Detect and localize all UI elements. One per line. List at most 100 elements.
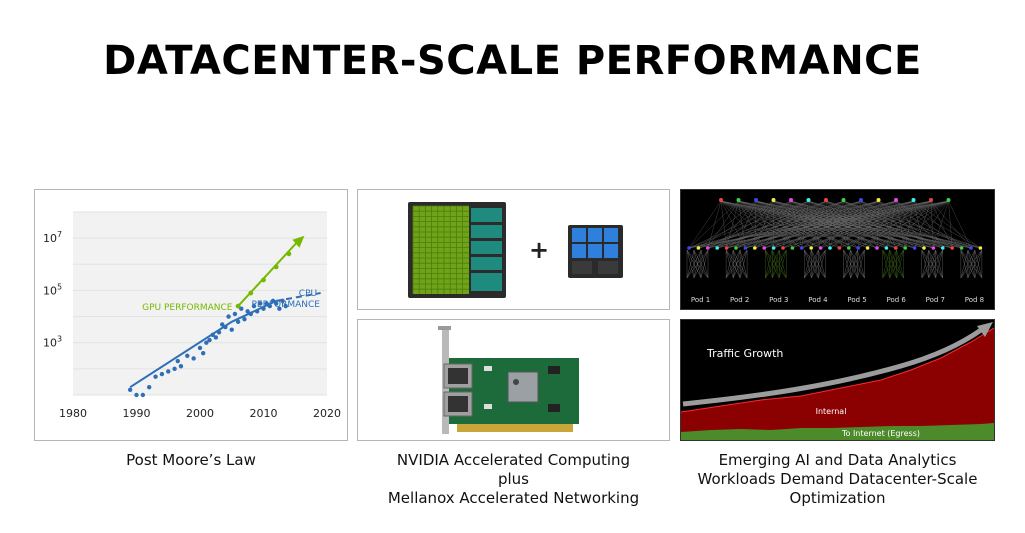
traffic-growth-label: Traffic Growth (706, 347, 783, 360)
spine-switch-node (876, 198, 881, 202)
leaf-switch-node (790, 246, 795, 250)
leaf-switch-node (847, 246, 851, 250)
gpu-data-point (235, 303, 241, 309)
cpu-data-point (200, 350, 206, 356)
cpu-data-point (229, 327, 234, 332)
leaf-switch-node (931, 246, 936, 250)
leaf-switch-node (696, 246, 701, 250)
cpu-series-label-2: PERFORMANCE (251, 300, 320, 310)
spine-switch-node (841, 198, 846, 202)
cpu-data-point (175, 358, 180, 364)
x-tick-label: 2000 (186, 407, 214, 420)
right-caption-line-1: Emerging AI and Data Analytics (718, 451, 957, 469)
leaf-switch-node (865, 246, 870, 250)
pod-label: Pod 7 (926, 296, 945, 304)
y-tick-label: 103 (43, 335, 62, 350)
gpu-cpu-panel: + (357, 189, 670, 310)
leaf-switch-node (828, 246, 832, 250)
leaf-switch-node (969, 246, 973, 250)
cpu-trend-line (129, 299, 277, 388)
leaf-switch-node (818, 246, 823, 250)
cpu-data-point (172, 366, 177, 372)
leaf-switch-node (771, 246, 776, 250)
pod-label: Pod 8 (965, 296, 984, 304)
center-caption-line-2: plus (497, 470, 529, 488)
spine-switch-node (789, 198, 793, 202)
spine-switch-node (824, 198, 828, 202)
cpu-chip-icon (568, 225, 623, 278)
leaf-switch-node (715, 246, 719, 250)
spine-switch-node (736, 198, 741, 202)
plus-sign: + (529, 236, 549, 264)
leaf-switch-node (734, 246, 738, 250)
gpu-chip-icon (408, 202, 506, 298)
page-title: DATACENTER-SCALE PERFORMANCE (103, 38, 922, 84)
cpu-data-point (251, 303, 257, 309)
cpu-data-point (147, 384, 152, 390)
center-caption-line-1: NVIDIA Accelerated Computing (396, 451, 631, 469)
cpu-data-point (204, 340, 209, 345)
cpu-data-point (159, 371, 165, 377)
gpu-data-point (248, 290, 254, 296)
leaf-switch-node (894, 246, 898, 250)
cpu-data-point (213, 335, 219, 340)
right-caption-line-3: Optimization (789, 489, 886, 507)
leaf-switch-node (743, 246, 748, 250)
gpu-data-point (286, 251, 292, 257)
network-card-panel (357, 319, 670, 441)
leaf-switch-node (809, 246, 813, 250)
spine-switch-node (946, 198, 951, 202)
leaf-switch-node (922, 246, 926, 250)
center-caption-line-3: Mellanox Accelerated Networking (387, 489, 640, 507)
left-caption: Post Moore’s Law (126, 451, 256, 469)
cpu-data-point (239, 306, 244, 311)
cpu-data-point (242, 316, 247, 322)
gpu-data-point (273, 264, 279, 270)
leaf-switch-node (781, 246, 785, 250)
y-tick-label: 107 (43, 230, 62, 245)
leaf-switch-node (978, 246, 983, 250)
spine-switch-node (719, 198, 723, 202)
cpu-data-point (191, 356, 196, 361)
center-caption: NVIDIA Accelerated Computing plus Mellan… (357, 451, 670, 508)
leaf-switch-node (912, 246, 917, 250)
pod-label: Pod 1 (691, 296, 710, 304)
x-tick-label: 1980 (59, 407, 87, 420)
cpu-series-label: CPU (299, 289, 317, 299)
spine-switch-node (894, 198, 898, 202)
x-tick-label: 2020 (313, 407, 341, 420)
cpu-data-point (283, 303, 288, 309)
pod-label: Pod 5 (847, 296, 866, 304)
leaf-switch-node (753, 246, 757, 250)
leaf-switch-node (837, 246, 842, 250)
internal-label: Internal (816, 407, 847, 416)
cpu-data-point (277, 306, 282, 311)
spine-switch-node (929, 198, 933, 202)
spine-switch-node (806, 198, 811, 202)
leaf-switch-node (950, 246, 954, 250)
cpu-data-point (197, 345, 203, 351)
cpu-data-point (258, 301, 263, 306)
leaf-switch-node (903, 246, 907, 250)
leaf-switch-node (959, 246, 964, 250)
cpu-data-point (226, 314, 231, 319)
spine-switch-node (771, 198, 776, 202)
spine-switch-node (754, 198, 758, 202)
cpu-data-point (153, 374, 158, 379)
leaf-switch-node (884, 246, 889, 250)
right-caption-line-2: Workloads Demand Datacenter-Scale (697, 470, 978, 488)
pod-label: Pod 3 (769, 296, 788, 304)
traffic-growth-chart: Traffic Growth Internal To Internet (Egr… (681, 322, 994, 440)
leaf-switch-node (941, 246, 945, 250)
leaf-switch-node (875, 246, 879, 250)
cpu-data-point (134, 392, 139, 398)
network-adapter-icon (438, 326, 579, 434)
plot-area (73, 212, 327, 395)
cpu-data-point (235, 319, 241, 324)
x-tick-label: 1990 (123, 407, 151, 420)
spine-switch-node (911, 198, 916, 202)
x-tick-label: 2010 (250, 407, 278, 420)
